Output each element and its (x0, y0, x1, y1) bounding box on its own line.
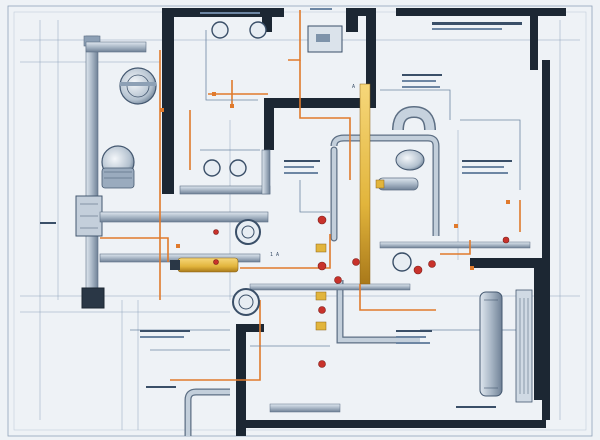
gas-supply-pipe (359, 83, 371, 285)
top-header-pipe (85, 41, 147, 53)
return-pipe (249, 283, 411, 291)
signal-lines (130, 30, 521, 351)
radiator-icon (515, 289, 533, 403)
east-pipe (379, 241, 531, 249)
riser-pipe-short (261, 149, 271, 195)
gas-cylinder (177, 257, 239, 273)
label-1a: 1 A (270, 252, 279, 258)
gauge-icon (211, 21, 267, 39)
left-riser-pipe (81, 35, 105, 309)
upper-horizontal-pipe (179, 185, 271, 195)
label-a: A (352, 84, 355, 90)
gauge-icon (235, 219, 261, 245)
bottom-pipe (269, 403, 341, 413)
control-panel (307, 25, 343, 53)
drawing-border (7, 5, 593, 437)
tank-icon (101, 145, 135, 189)
gauge-icon (232, 288, 260, 316)
hot-water-lines (100, 10, 521, 381)
walls (162, 8, 566, 436)
tag-markers (160, 92, 510, 270)
pump-icon (377, 105, 436, 191)
gauge-icon (392, 252, 412, 272)
mid-horizontal-pipe (99, 211, 269, 223)
heat-exchanger-icon (479, 291, 503, 397)
valve-icon (315, 179, 385, 331)
gauge-icon (203, 159, 247, 177)
filter-icon (75, 195, 103, 237)
tank-icon (119, 67, 157, 105)
annotation-blocks (40, 8, 522, 408)
